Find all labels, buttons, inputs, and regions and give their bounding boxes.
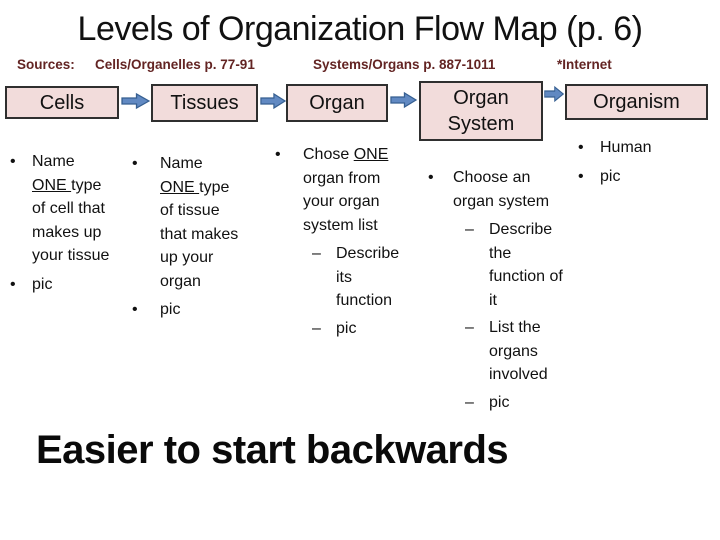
flow-box-cells: Cells (5, 86, 119, 119)
list-item: • pic (578, 165, 708, 189)
sub-list-item: – List the organs involved (465, 316, 573, 387)
bullet-marker: • (428, 169, 434, 186)
flow-arrow-icon (260, 92, 286, 110)
list-item-text: Human (600, 139, 652, 156)
organism-notes-list: • Human • pic (578, 136, 708, 193)
flow-box-organism: Organism (565, 84, 708, 120)
dash-marker: – (465, 221, 474, 238)
cells-notes-list: • Name ONE type of cell that makes up yo… (10, 150, 132, 301)
sub-list-item: – Describe the function of it (465, 218, 573, 312)
bullet-marker: • (275, 146, 281, 163)
list-item-text: Choose an organ system (453, 169, 550, 210)
list-item: • Human (578, 136, 708, 160)
list-item-text: Chose ONE organ from your organ system l… (303, 146, 389, 234)
list-item-text: Describe the function of it (489, 221, 563, 309)
list-item-text: Describe its function (336, 245, 400, 309)
list-item: • Chose ONE organ from your organ system… (275, 143, 415, 237)
dash-marker: – (312, 319, 321, 337)
list-item: • pic (10, 273, 132, 297)
list-item: • Name ONE type of tissue that makes up … (132, 152, 258, 293)
bullet-marker: • (132, 301, 138, 318)
list-item: • pic (132, 298, 258, 322)
bullet-marker: • (578, 167, 584, 185)
organ-notes-list: • Chose ONE organ from your organ system… (275, 143, 415, 344)
dash-marker: – (465, 393, 474, 411)
sub-list-item: – pic (465, 391, 573, 415)
list-item-text: pic (600, 167, 621, 185)
list-item-text: Name ONE type of tissue that makes up yo… (160, 155, 239, 290)
bullet-marker: • (10, 275, 16, 293)
flow-arrow-icon (544, 85, 564, 103)
flow-box-organ: Organ (286, 84, 388, 122)
source-item: Cells/Organelles p. 77-91 (95, 57, 255, 72)
list-item: • Choose an organ system (428, 166, 573, 213)
organ-system-notes-list: • Choose an organ system – Describe the … (428, 166, 573, 418)
dash-marker: – (312, 245, 321, 262)
list-item: • Name ONE type of cell that makes up yo… (10, 150, 132, 268)
flow-box-tissues: Tissues (151, 84, 258, 122)
bullet-marker: • (132, 155, 138, 172)
sub-list-item: – pic (312, 317, 415, 341)
source-item: Systems/Organs p. 887-1011 (313, 57, 496, 72)
list-item-text: pic (160, 301, 181, 318)
bullet-marker: • (578, 139, 584, 156)
list-item-text: pic (32, 275, 53, 293)
sub-list-item: – Describe its function (312, 242, 415, 313)
sources-label: Sources: (17, 57, 75, 72)
flow-arrow-icon (121, 92, 150, 110)
list-item-text: List the organs involved (489, 319, 548, 383)
source-item: *Internet (557, 57, 612, 72)
footer-headline: Easier to start backwards (36, 428, 509, 472)
page-title: Levels of Organization Flow Map (p. 6) (77, 10, 643, 48)
tissues-notes-list: • Name ONE type of tissue that makes up … (132, 152, 258, 327)
list-item-text: Name ONE type of cell that makes up your… (32, 153, 110, 264)
list-item-text: pic (489, 393, 510, 411)
bullet-marker: • (10, 153, 16, 170)
dash-marker: – (465, 319, 474, 336)
flow-arrow-icon (390, 91, 417, 109)
list-item-text: pic (336, 319, 357, 337)
flow-box-organ-system: Organ System (419, 81, 543, 141)
